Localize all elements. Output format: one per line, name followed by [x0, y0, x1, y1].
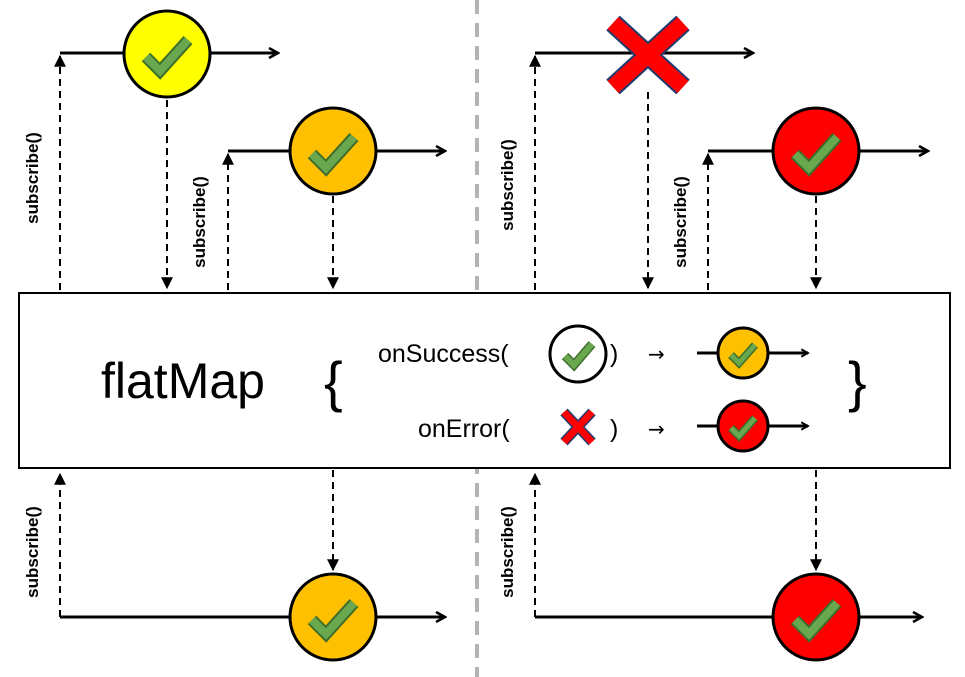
cross-icon — [560, 408, 596, 446]
on-success-label: onSuccess( — [378, 340, 509, 368]
maps-to-arrow: → — [648, 342, 665, 366]
error-result-marble — [771, 106, 861, 196]
close-paren: ) — [610, 340, 618, 368]
subscribe-label: subscribe() — [498, 139, 517, 231]
subscribe-label: subscribe() — [23, 132, 42, 224]
source-timeline: subscribe() — [23, 9, 278, 290]
success-marble — [288, 572, 378, 662]
maps-to-arrow: → — [648, 417, 665, 441]
success-marble — [288, 106, 378, 196]
subscribe-label: subscribe() — [498, 506, 517, 598]
check-icon — [562, 342, 595, 370]
error-output-stream — [697, 399, 808, 453]
error-case-panel: subscribe() subscribe() subscr — [498, 15, 928, 662]
on-error-label: onError( — [418, 415, 510, 443]
subscribe-label: subscribe() — [190, 176, 209, 268]
source-timeline: subscribe() — [498, 15, 753, 290]
output-timeline: subscribe() — [498, 470, 922, 662]
open-brace: { — [324, 350, 343, 413]
success-marble — [122, 9, 212, 99]
cross-icon — [606, 15, 690, 95]
close-paren: ) — [610, 415, 618, 443]
check-icon — [729, 416, 757, 440]
operator-name: flatMap — [101, 353, 265, 409]
check-icon — [792, 600, 840, 640]
on-error-rule: onError( ) → — [418, 399, 808, 453]
inner-timeline: subscribe() — [671, 106, 928, 290]
operator-box: flatMap { } onSuccess( ) → onError( — [18, 292, 951, 469]
output-timeline: subscribe() — [23, 470, 445, 662]
check-icon — [792, 134, 840, 174]
inner-timeline: subscribe() — [190, 106, 445, 290]
check-icon — [729, 343, 757, 367]
error-result-marble — [771, 572, 861, 662]
success-case-panel: subscribe() subscribe() — [23, 9, 445, 662]
check-icon — [309, 600, 357, 640]
success-input-marble — [548, 324, 608, 384]
on-success-rule: onSuccess( ) → — [378, 324, 808, 384]
close-brace: } — [848, 350, 867, 413]
subscribe-label: subscribe() — [671, 176, 690, 268]
check-icon — [309, 134, 357, 174]
subscribe-label: subscribe() — [23, 506, 42, 598]
success-output-stream — [697, 326, 808, 380]
